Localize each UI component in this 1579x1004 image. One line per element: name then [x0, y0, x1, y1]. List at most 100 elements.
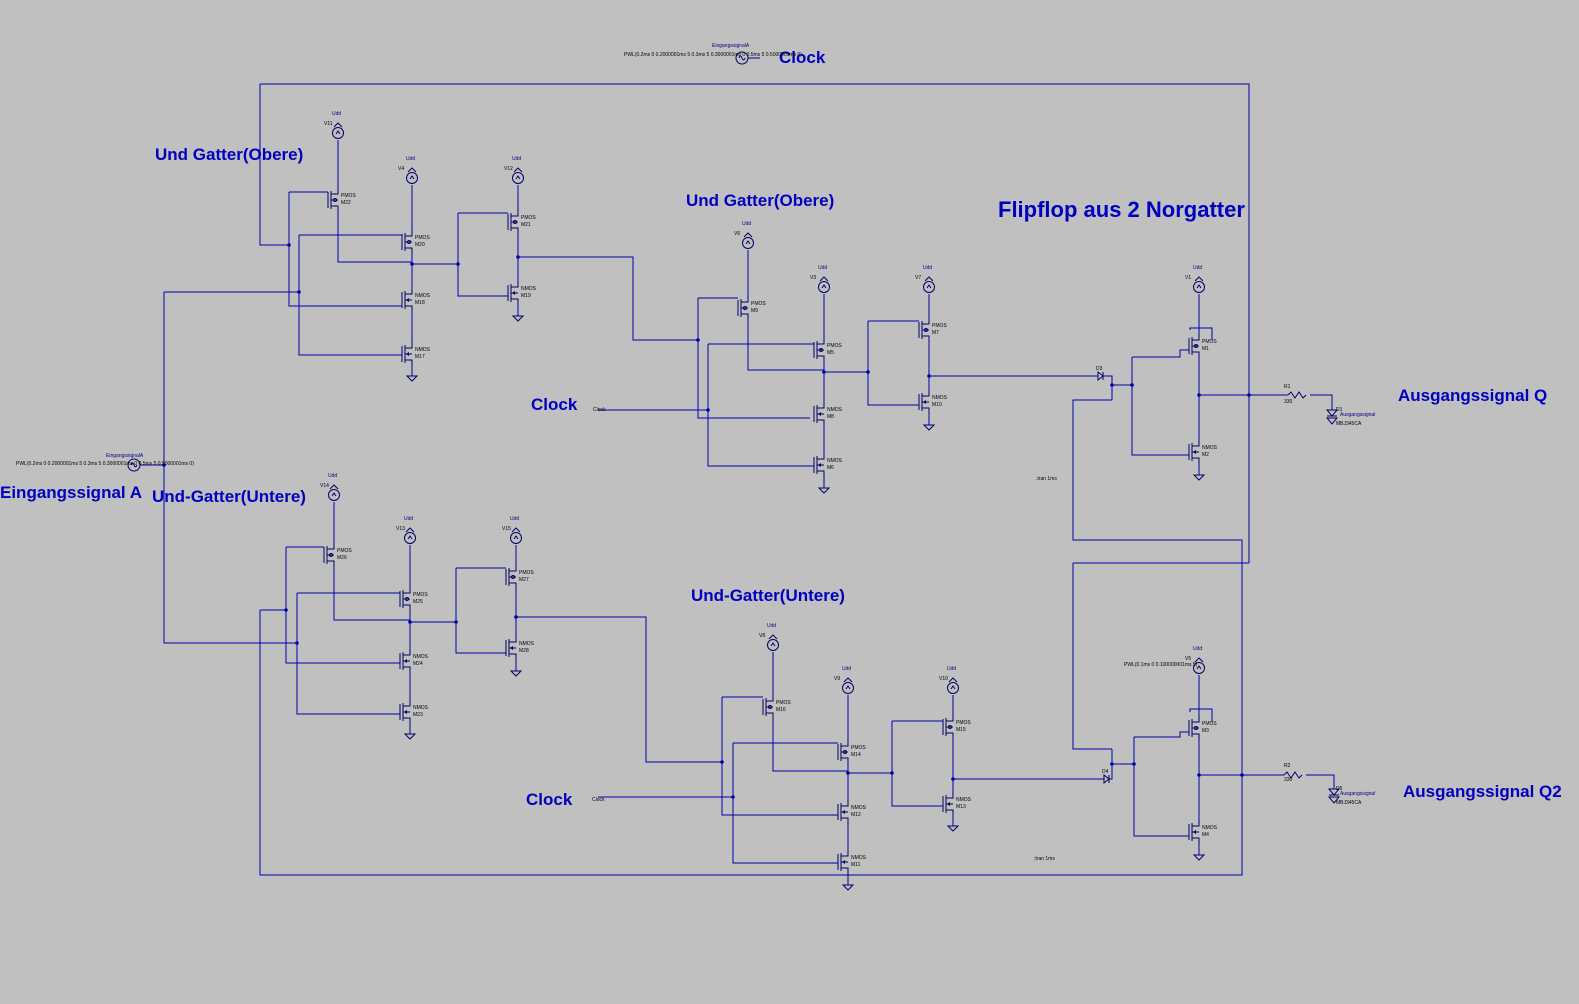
mos-type-label: PMOS: [413, 592, 428, 598]
junction-dot: [456, 262, 460, 266]
junction-dot: [1197, 773, 1201, 777]
vdd-source[interactable]: [404, 527, 416, 544]
ground-symbol: [403, 733, 417, 740]
mos-type-label: NMOS: [851, 805, 867, 811]
nmos-transistor[interactable]: [813, 402, 825, 426]
diode[interactable]: [1103, 773, 1110, 785]
vdd-source[interactable]: [406, 167, 418, 184]
junction-dot: [1197, 393, 1201, 397]
mos-type-label: PMOS: [1202, 721, 1217, 727]
vdd-source[interactable]: [1193, 276, 1205, 293]
pmos-transistor[interactable]: [323, 543, 335, 567]
wire: [333, 567, 410, 621]
pmos-transistor[interactable]: [837, 740, 849, 764]
mos-type-label: NMOS: [415, 347, 431, 353]
nmos-transistor[interactable]: [837, 800, 849, 824]
nmos-transistor[interactable]: [399, 700, 411, 724]
nmos-transistor[interactable]: [942, 792, 954, 816]
junction-dot: [866, 370, 870, 374]
small-text-layer: UddV11PMOSM22UddV4PMOSM20NMOSM18NMOSM17U…: [320, 111, 1218, 868]
pmos-transistor[interactable]: [737, 296, 749, 320]
mos-type-label: PMOS: [827, 343, 842, 349]
pwl-left-label: PWL(0.2ms 0 0.2000001ms 5 0.3ms 5 0.3000…: [16, 461, 194, 467]
vdd-source[interactable]: [767, 634, 779, 651]
eingang-a-left-net: EingangssignalA: [106, 453, 144, 459]
pmos-transistor[interactable]: [1188, 716, 1200, 740]
vdd-source[interactable]: [742, 232, 754, 249]
pwl-top-label: PWL(0.2ms 0 0.2000001ms 5 0.3ms 5 0.3000…: [624, 52, 802, 58]
pmos-transistor[interactable]: [507, 210, 519, 234]
mos-type-label: NMOS: [851, 855, 867, 861]
ground-symbol: [1192, 474, 1206, 481]
pmos-transistor[interactable]: [399, 587, 411, 611]
mos-name-label: M27: [519, 577, 529, 583]
vdd-net-label: Udd: [842, 666, 851, 672]
junction-dot: [408, 620, 412, 624]
und-gatter-untere-left-label: Und-Gatter(Untere): [152, 487, 306, 506]
resistor[interactable]: [1287, 391, 1307, 399]
wire: [772, 719, 848, 772]
vdd-source[interactable]: [328, 484, 340, 501]
wire: [1133, 737, 1189, 837]
pmos-transistor[interactable]: [401, 230, 413, 254]
signal-source[interactable]: [127, 458, 141, 472]
vdd-source[interactable]: [818, 276, 830, 293]
vdd-source[interactable]: [947, 677, 959, 694]
junction-dot: [890, 771, 894, 775]
vdd-net-label: Udd: [510, 516, 519, 522]
nmos-transistor[interactable]: [1188, 440, 1200, 464]
vdd-net-label: Udd: [328, 473, 337, 479]
mos-name-label: M23: [413, 712, 423, 718]
pmos-transistor[interactable]: [813, 338, 825, 362]
mos-name-label: M21: [521, 222, 531, 228]
nmos-transistor[interactable]: [401, 342, 413, 366]
eingang-a-top-net: EingangssignalA: [712, 43, 750, 49]
nmos-transistor[interactable]: [837, 850, 849, 874]
vdd-source[interactable]: [1193, 657, 1205, 674]
wire: [516, 616, 722, 763]
nmos-transistor[interactable]: [399, 649, 411, 673]
mos-name-label: M11: [851, 862, 861, 868]
led-diode[interactable]: [1325, 409, 1339, 425]
junction-dot: [1247, 393, 1251, 397]
pmos-transistor[interactable]: [942, 715, 954, 739]
junction-dot: [287, 243, 291, 247]
mos-name-label: M22: [341, 200, 351, 206]
nmos-transistor[interactable]: [505, 636, 517, 660]
pmos-transistor[interactable]: [327, 188, 339, 212]
mos-type-label: PMOS: [337, 548, 352, 554]
wire: [1131, 357, 1189, 456]
vdd-net-label: Udd: [767, 623, 776, 629]
wire: [1132, 349, 1189, 358]
ground-symbol: [841, 884, 855, 891]
source-name: V13: [396, 526, 405, 532]
mos-type-label: PMOS: [776, 700, 791, 706]
vdd-source[interactable]: [332, 122, 344, 139]
input-bus: [163, 292, 297, 644]
mos-type-label: NMOS: [932, 395, 948, 401]
mos-name-label: M13: [956, 804, 966, 810]
vdd-source[interactable]: [923, 276, 935, 293]
pmos-transistor[interactable]: [1188, 334, 1200, 358]
vdd-source[interactable]: [512, 167, 524, 184]
junction-dot: [731, 795, 735, 799]
mos-name-label: M20: [415, 242, 425, 248]
d1-label: D1: [1336, 407, 1343, 413]
diode[interactable]: [1097, 370, 1104, 382]
mos-name-label: M18: [415, 300, 425, 306]
pmos-transistor[interactable]: [505, 565, 517, 589]
led-diode[interactable]: [1327, 788, 1341, 804]
junction-dot: [284, 608, 288, 612]
vdd-source[interactable]: [842, 677, 854, 694]
vdd-source[interactable]: [510, 527, 522, 544]
nmos-transistor[interactable]: [1188, 820, 1200, 844]
nmos-transistor[interactable]: [918, 390, 930, 414]
nmos-transistor[interactable]: [507, 281, 519, 305]
nmos-transistor[interactable]: [813, 453, 825, 477]
nmos-transistor[interactable]: [401, 288, 413, 312]
pmos-transistor[interactable]: [918, 318, 930, 342]
pmos-transistor[interactable]: [762, 695, 774, 719]
signal-source[interactable]: [735, 51, 749, 65]
resistor[interactable]: [1283, 771, 1303, 779]
